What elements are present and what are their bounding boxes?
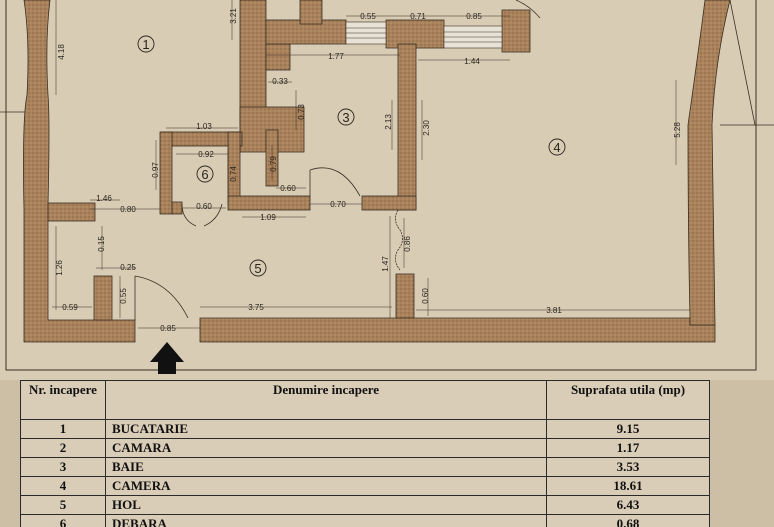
cell-area: 0.68	[546, 514, 710, 527]
dim-label: 0.33	[272, 77, 288, 86]
floor-plan: 4.18 3.21 0.55 0.71 0.85 1.77 1.44 0.33 …	[0, 0, 774, 380]
cell-name: CAMERA	[105, 476, 547, 496]
dim-label: 0.79	[269, 156, 278, 172]
header-usable-area: Suprafata utila (mp)	[546, 380, 710, 420]
dim-label: 0.86	[403, 236, 412, 252]
dim-label: 0.85	[466, 12, 482, 21]
cell-nr: 2	[20, 438, 106, 458]
dim-label: 1.03	[196, 122, 212, 131]
dim-label: 0.80	[120, 205, 136, 214]
room-number: 4	[553, 140, 560, 155]
dim-label: 0.70	[330, 200, 346, 209]
frame-line	[729, 0, 756, 126]
dim-label: 0.60	[421, 288, 430, 304]
dim-label: 0.55	[360, 12, 376, 21]
dim-label: 1.44	[464, 57, 480, 66]
dim-label: 1.26	[55, 260, 64, 276]
cell-area: 9.15	[546, 419, 710, 439]
dim-label: 1.09	[260, 213, 276, 222]
dim-label: 1.46	[96, 194, 112, 203]
cell-name: DEBARA	[105, 514, 547, 527]
cell-nr: 5	[20, 495, 106, 515]
header-room-number: Nr. incapere	[20, 380, 106, 420]
dim-label: 0.85	[160, 324, 176, 333]
cell-area: 1.17	[546, 438, 710, 458]
cell-area: 18.61	[546, 476, 710, 496]
cell-area: 3.53	[546, 457, 710, 477]
dim-label: 3.75	[248, 303, 264, 312]
table-row: 2 CAMARA 1.17	[20, 438, 710, 458]
dim-label: 5.28	[673, 122, 682, 138]
cell-nr: 3	[20, 457, 106, 477]
cell-name: CAMARA	[105, 438, 547, 458]
table-row: 1 BUCATARIE 9.15	[20, 419, 710, 439]
dim-label: 2.30	[422, 120, 431, 136]
entrance-arrow-icon	[150, 342, 184, 374]
dim-label: 0.73	[297, 104, 306, 120]
dim-label: 0.60	[280, 184, 296, 193]
table-row: 6 DEBARA 0.68	[20, 514, 710, 527]
cell-nr: 4	[20, 476, 106, 496]
dim-label: 2.13	[384, 114, 393, 130]
dim-label: 0.71	[410, 12, 426, 21]
dim-label: 4.18	[57, 44, 66, 60]
table-header-row: Nr. incapere Denumire incapere Suprafata…	[20, 380, 710, 420]
walls	[23, 0, 731, 343]
dim-label: 1.77	[328, 52, 344, 61]
windows	[345, 21, 503, 49]
room-area-table: Nr. incapere Denumire incapere Suprafata…	[20, 380, 710, 527]
dim-label: 3.21	[229, 8, 238, 24]
table-row: 4 CAMERA 18.61	[20, 476, 710, 496]
dim-label: 3.81	[546, 306, 562, 315]
dim-label: 0.60	[196, 202, 212, 211]
room-number: 3	[342, 110, 349, 125]
doors	[134, 0, 541, 320]
cell-name: BAIE	[105, 457, 547, 477]
room-number: 1	[142, 37, 149, 52]
paper-sheet	[0, 0, 774, 380]
drawing-frame	[5, 0, 757, 371]
room-numbers: 1 3 4 5 6	[142, 37, 560, 276]
table-row: 3 BAIE 3.53	[20, 457, 710, 477]
cell-nr: 6	[20, 514, 106, 527]
dim-label: 0.15	[97, 236, 106, 252]
dimension-labels: 4.18 3.21 0.55 0.71 0.85 1.77 1.44 0.33 …	[55, 8, 682, 333]
dim-label: 0.25	[120, 263, 136, 272]
cell-area: 6.43	[546, 495, 710, 515]
dim-label: 0.74	[229, 166, 238, 182]
dim-label: 0.92	[198, 150, 214, 159]
dim-label: 0.55	[119, 288, 128, 304]
dimension-lines	[52, 0, 690, 329]
dim-label: 0.59	[62, 303, 78, 312]
cell-name: BUCATARIE	[105, 419, 547, 439]
room-markers	[137, 35, 566, 277]
dim-label: 0.97	[151, 162, 160, 178]
table-row: 5 HOL 6.43	[20, 495, 710, 515]
dim-label: 1.47	[381, 256, 390, 272]
room-number: 5	[254, 261, 261, 276]
room-number: 6	[201, 167, 208, 182]
cell-name: HOL	[105, 495, 547, 515]
cell-nr: 1	[20, 419, 106, 439]
header-room-name: Denumire incapere	[105, 380, 547, 420]
